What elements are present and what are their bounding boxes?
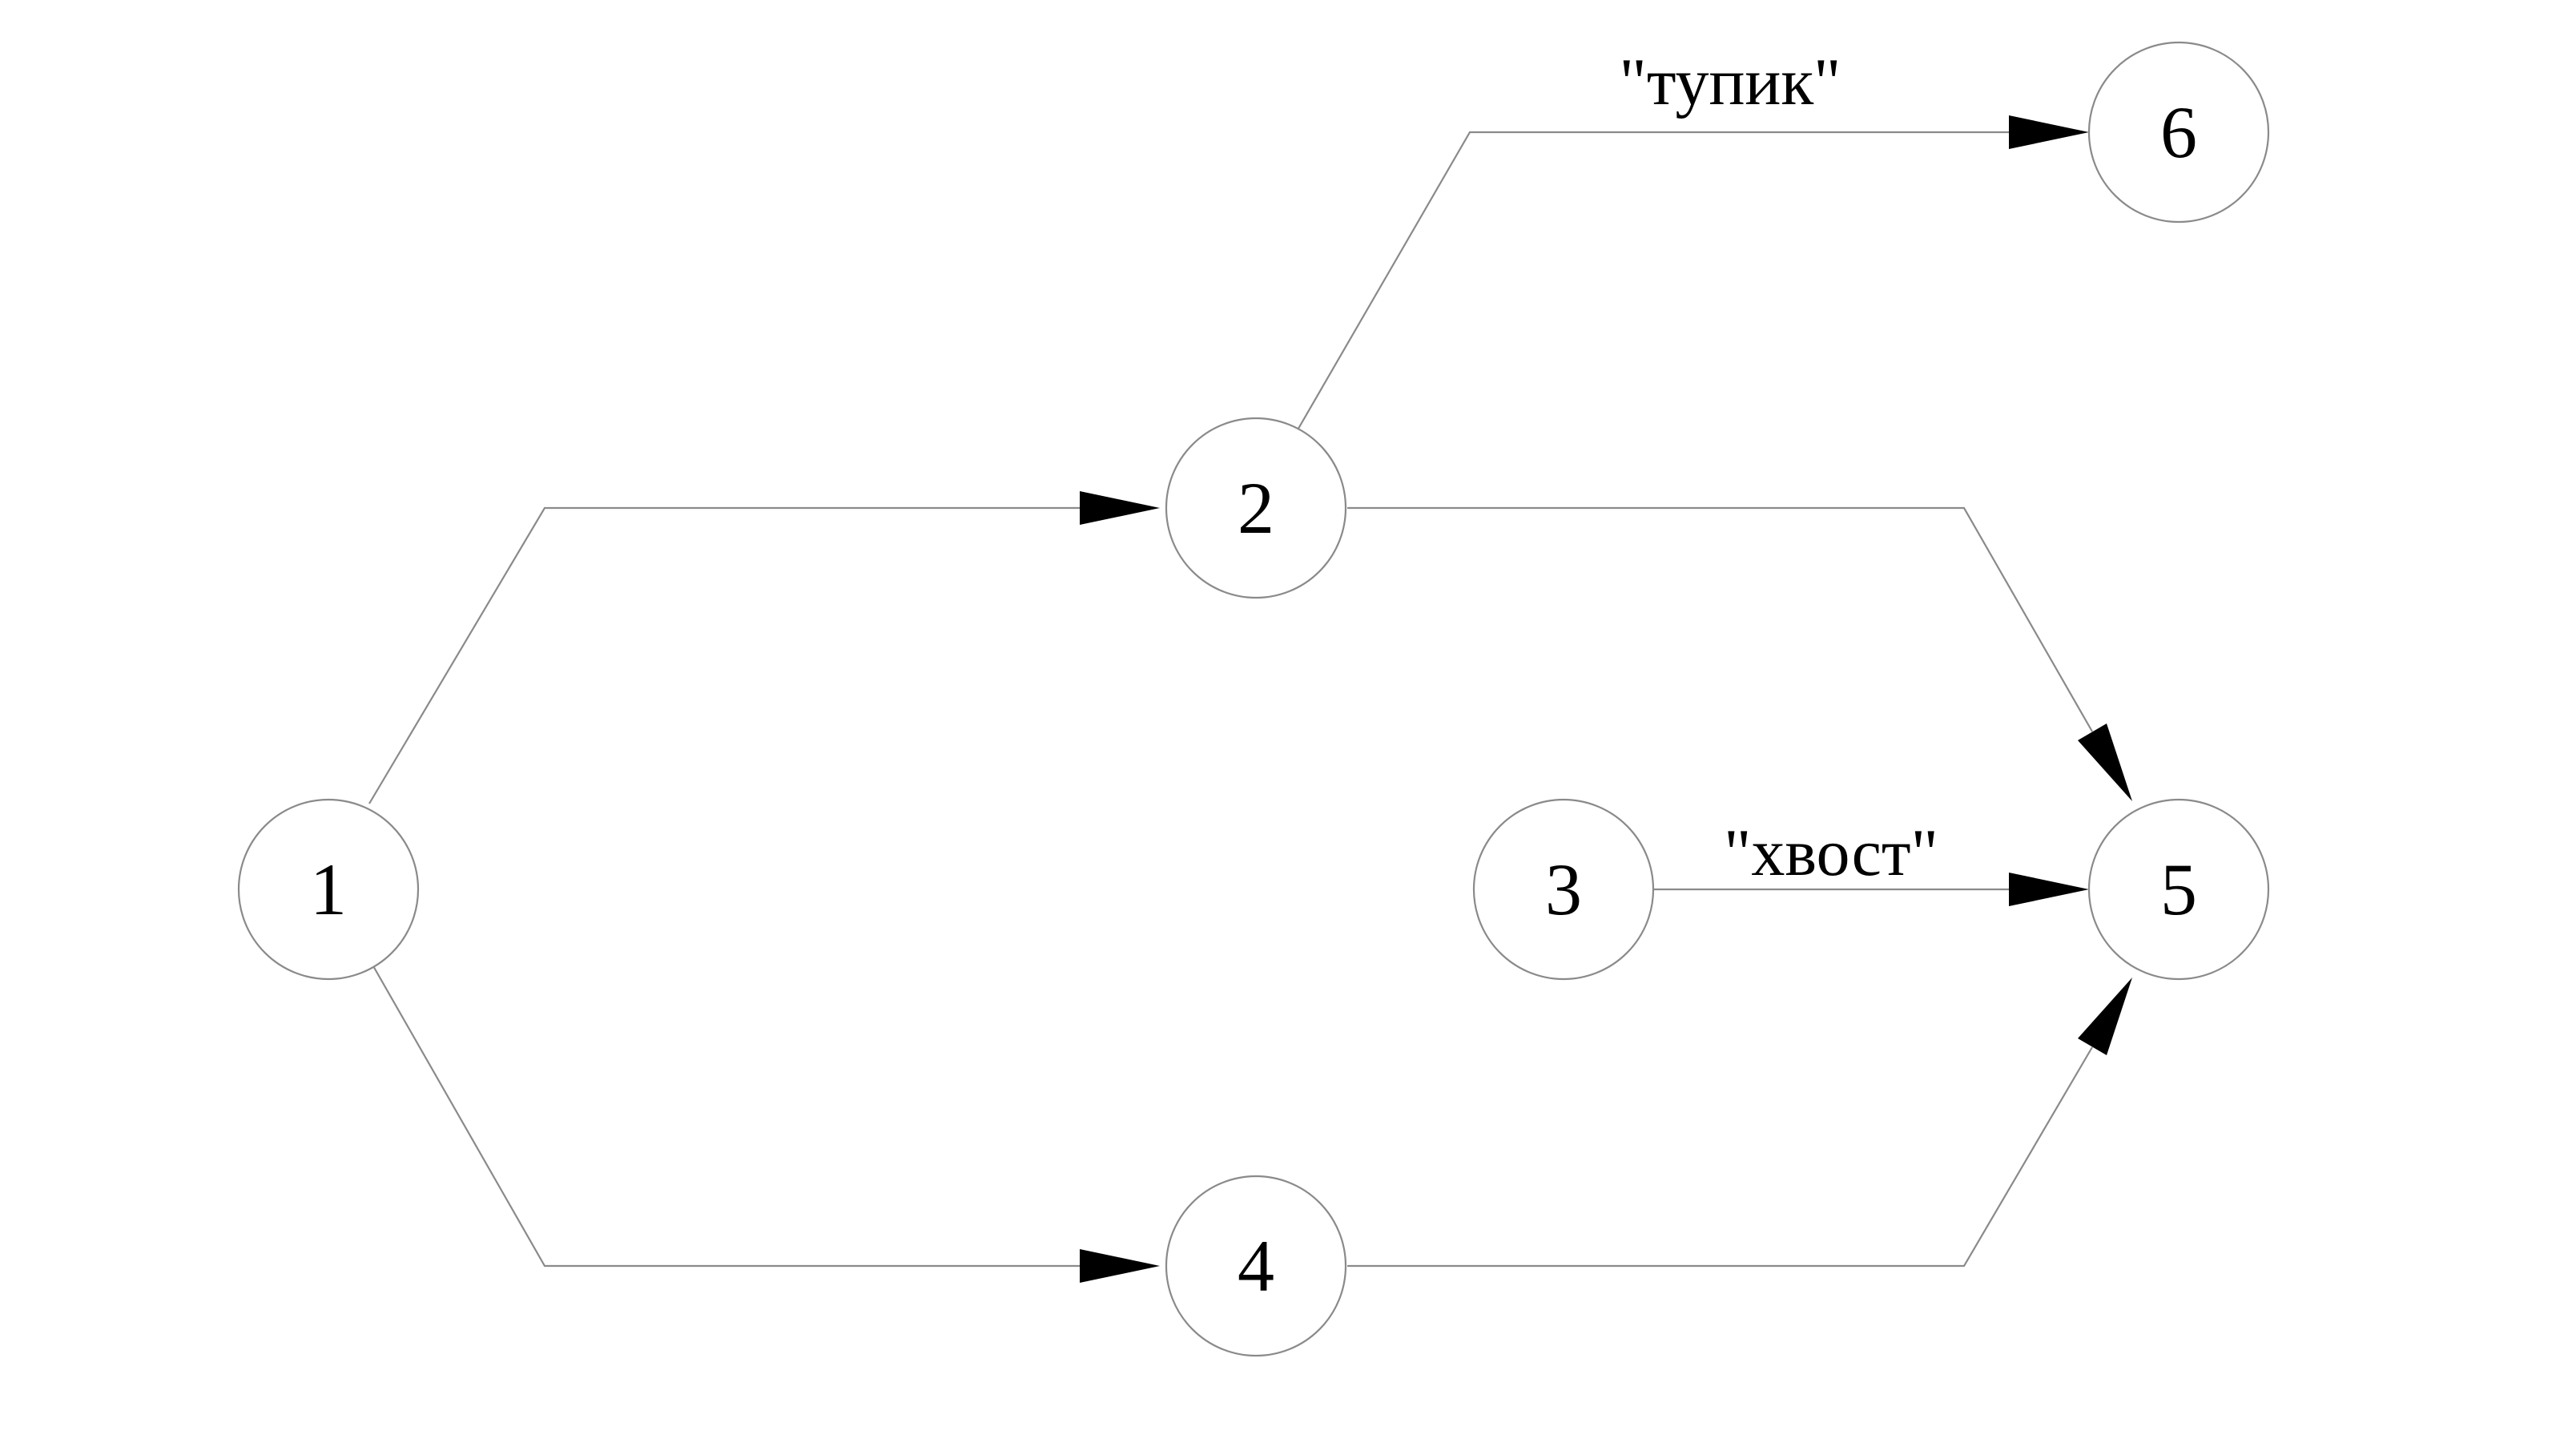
node-1: 1: [237, 798, 420, 981]
node-1-label: 1: [310, 849, 347, 930]
arrowhead-2-5: [2078, 724, 2132, 801]
arrowhead-2-6: [2009, 115, 2089, 149]
node-3-label: 3: [1545, 849, 1582, 930]
node-2-label: 2: [1238, 467, 1274, 549]
node-5-circle: [2087, 798, 2270, 981]
node-4-circle: [1165, 1175, 1347, 1357]
node-2: 2: [1165, 417, 1347, 599]
edge-1-2: [368, 506, 1080, 804]
arrowhead-1-4: [1080, 1249, 1160, 1283]
node-1-circle: [237, 798, 420, 981]
edges: [368, 115, 2132, 1283]
node-4-label: 4: [1238, 1225, 1274, 1307]
edge-1-4: [368, 958, 1080, 1268]
node-3-circle: [1472, 798, 1655, 981]
node-6: 6: [2087, 41, 2270, 224]
node-3: 3: [1472, 798, 1655, 981]
edge-label-2-6: "тупик": [1620, 45, 1841, 119]
edge-4-5: [1347, 1046, 2093, 1268]
node-5: 5: [2087, 798, 2270, 981]
edge-labels: "тупик" "хвост": [1620, 45, 1938, 890]
edge-2-5: [1347, 506, 2093, 732]
node-6-circle: [2087, 41, 2270, 224]
arrowhead-4-5: [2078, 977, 2132, 1055]
edge-2-6: [1295, 131, 2009, 433]
node-2-circle: [1165, 417, 1347, 599]
node-5-label: 5: [2160, 849, 2197, 930]
arrowhead-1-2: [1080, 491, 1160, 525]
nodes: 1 2 3 4 5 6: [237, 41, 2270, 1357]
node-6-label: 6: [2160, 91, 2197, 173]
arrowhead-3-5: [2009, 873, 2089, 906]
edge-label-3-5: "хвост": [1724, 816, 1938, 890]
node-4: 4: [1165, 1175, 1347, 1357]
